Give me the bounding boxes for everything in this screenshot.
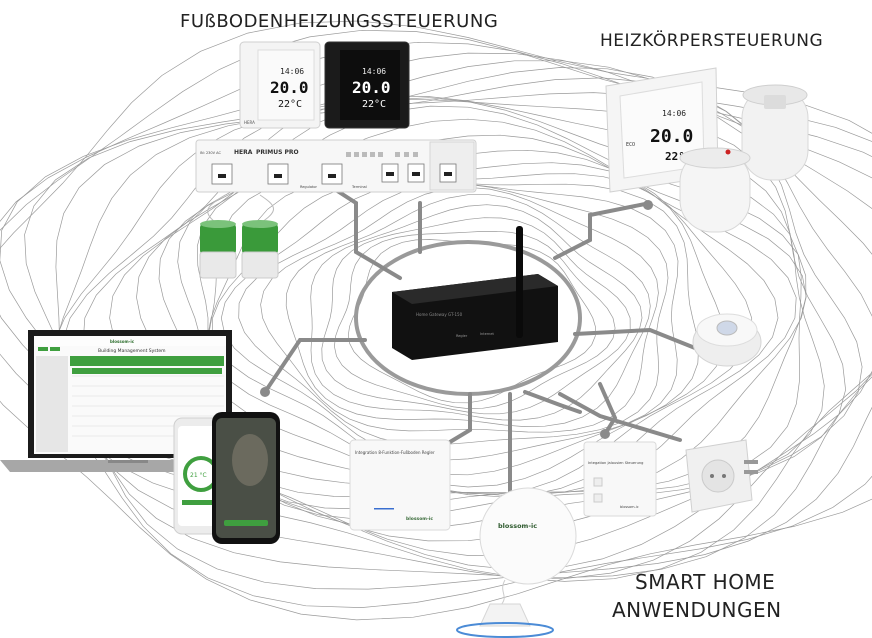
- radiator-title: HEIZKÖRPERSTEUERUNG: [600, 31, 824, 51]
- controller-terminal-label: Terminal: [351, 185, 367, 189]
- contour-line: [260, 186, 659, 433]
- smart-home-title-line1: SMART HOME: [635, 570, 776, 594]
- thermostat-brand: HERA: [244, 120, 255, 125]
- thermostat-setpoint: 20.0: [270, 78, 309, 97]
- radiator-thermostat-eco: ECO: [626, 142, 635, 148]
- floor-heating-title: FUßBODENHEIZUNGSSTEUERUNG: [180, 11, 499, 32]
- contour-line: [321, 217, 631, 415]
- contour-line: [334, 230, 616, 409]
- thermostat-black: 14:06 20.0 22°C: [324, 41, 410, 129]
- round-sensor-brand: blossom-ic: [498, 522, 537, 530]
- gateway-name: Home Gateway GT-150: [416, 312, 463, 317]
- phone-black: [212, 412, 280, 544]
- laptop-title: Building Management System: [98, 348, 166, 354]
- thermostat-time: 14:06: [280, 67, 304, 76]
- controller-model: PRIMUS PRO: [256, 149, 299, 156]
- laptop-logo: blossom-ic: [110, 339, 135, 344]
- contour-line: [220, 181, 679, 461]
- node-dot: [643, 200, 653, 210]
- controller-brand: HERA: [234, 149, 253, 156]
- valve-actuators: [199, 194, 279, 279]
- radiator-valve-heads: [679, 84, 809, 233]
- shutter-controller: Integation Jalousien Steuerung blossom-i…: [583, 441, 657, 517]
- smart-home-title-line2: ANWENDUNGEN: [612, 598, 782, 622]
- thermostat-room: 22°C: [278, 99, 302, 110]
- thermostat-dark-setpoint: 20.0: [352, 78, 391, 97]
- shutter-brand: blossom-ic: [620, 505, 639, 509]
- phone-temp: 21 °C: [190, 472, 207, 479]
- thermostat-dark-time: 14:06: [362, 67, 386, 76]
- wall-controller-label: Integration 8-Funktion-Fußboden Regler: [355, 450, 435, 455]
- thermostat-white: 14:06 20.0 22°C HERA: [239, 41, 321, 129]
- controller-regulator-label: Regulator: [300, 185, 317, 189]
- radiator-thermostat-setpoint: 20.0: [650, 126, 693, 147]
- gateway-internet: Internet: [480, 332, 495, 336]
- home-gateway: Home Gateway GT-150 Regler Internet: [392, 226, 558, 360]
- motion-sensor: [692, 313, 762, 367]
- contour-line: [238, 183, 669, 446]
- thermostat-dark-room: 22°C: [362, 99, 386, 110]
- round-sensor: blossom-ic: [456, 487, 577, 638]
- contour-line: [310, 204, 643, 421]
- gateway-regler: Regler: [456, 334, 468, 338]
- wall-controller: Integration 8-Funktion-Fußboden Regler b…: [349, 439, 451, 531]
- smart-plug: [685, 439, 758, 513]
- connection-lines: [263, 181, 702, 502]
- contour-line: [285, 194, 651, 427]
- node-dot: [600, 429, 610, 439]
- radiator-thermostat-time: 14:06: [662, 109, 686, 118]
- contour-line: [211, 179, 699, 476]
- contour-line: [347, 239, 596, 404]
- controller-voltage: IN: 230V AC: [200, 151, 221, 155]
- floor-heating-controller: HERA PRIMUS PRO IN: 230V AC Regulator Te…: [195, 139, 477, 193]
- shutter-label: Integation Jalousien Steuerung: [588, 461, 643, 465]
- wall-controller-brand: blossom-ic: [406, 516, 433, 522]
- node-dot: [260, 387, 270, 397]
